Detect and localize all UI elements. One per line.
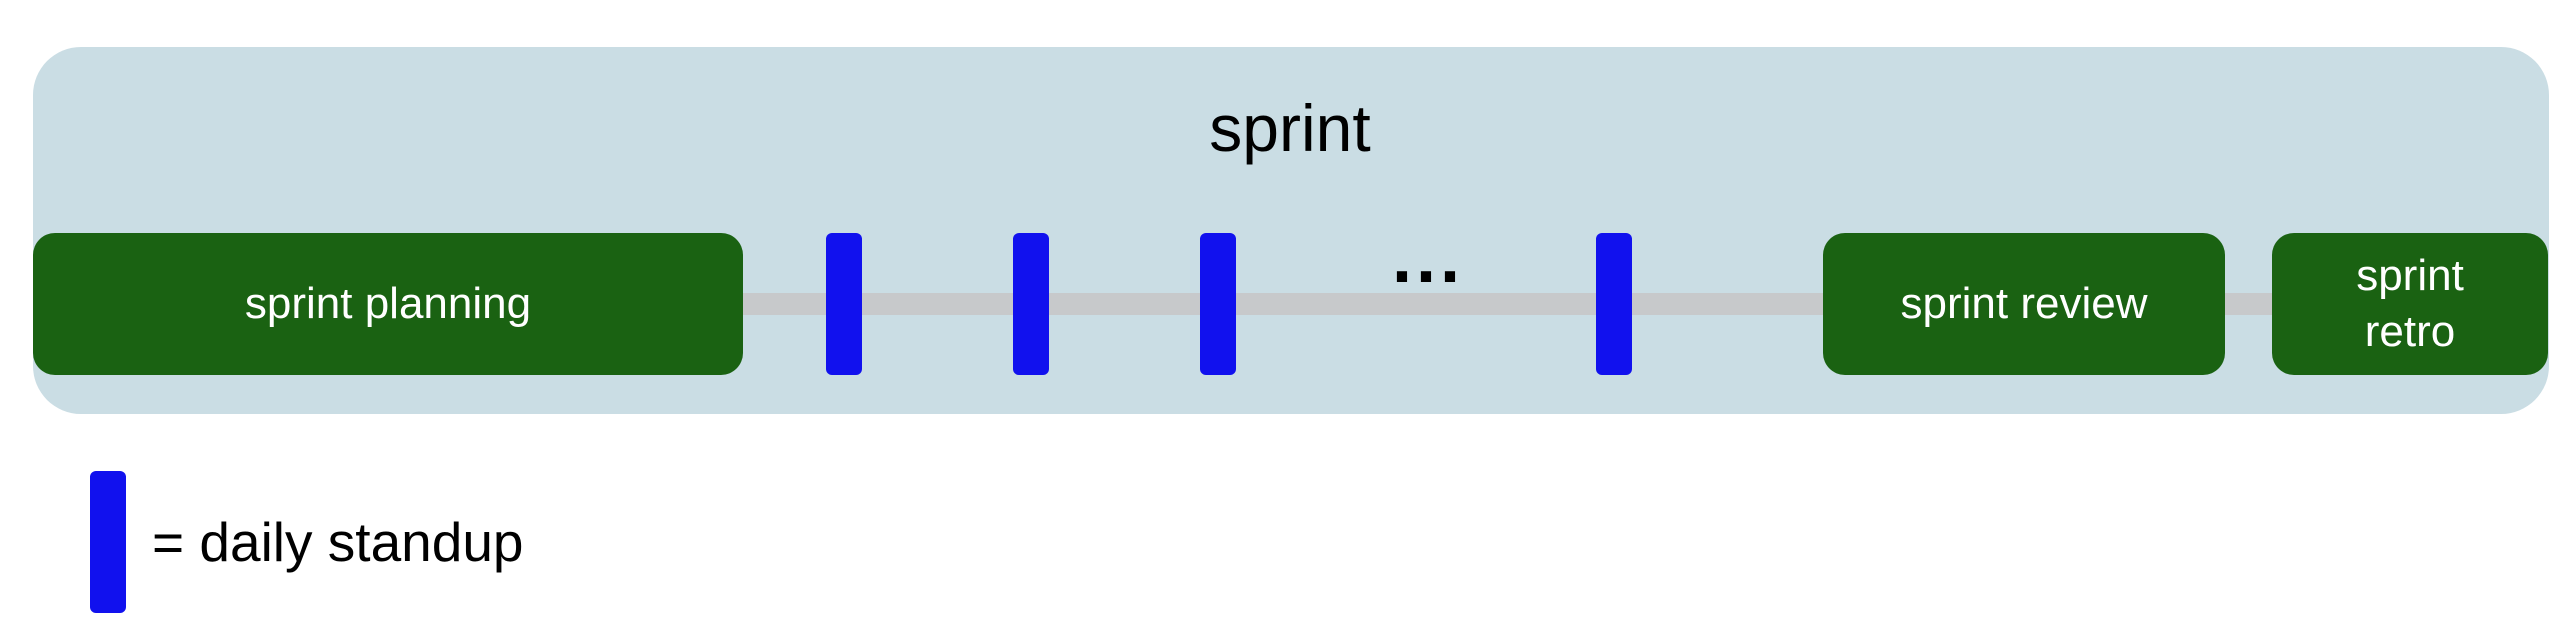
daily-standup-marker: [1013, 233, 1049, 375]
sprint-planning-label: sprint planning: [244, 278, 532, 328]
legend-label: = daily standup: [152, 511, 524, 573]
sprint-retro-label-line1: sprint: [2356, 250, 2464, 300]
legend-standup-swatch: [90, 471, 126, 613]
sprint-title: sprint: [1209, 91, 1371, 165]
sprint-retro-label-line2: retro: [2364, 307, 2456, 356]
sprint-planning-block: sprint planning: [33, 233, 743, 375]
sprint-review-block: sprint review: [1823, 233, 2225, 375]
sprint-review-label: sprint review: [1900, 278, 2148, 328]
sprint-retro-block: sprint retro: [2272, 233, 2548, 375]
daily-standup-marker: [1200, 233, 1236, 375]
ellipsis-indicator: ...: [1391, 218, 1464, 298]
daily-standup-marker: [1596, 233, 1632, 375]
daily-standup-marker: [826, 233, 862, 375]
sprint-retro-label: sprint retro: [2356, 248, 2464, 361]
